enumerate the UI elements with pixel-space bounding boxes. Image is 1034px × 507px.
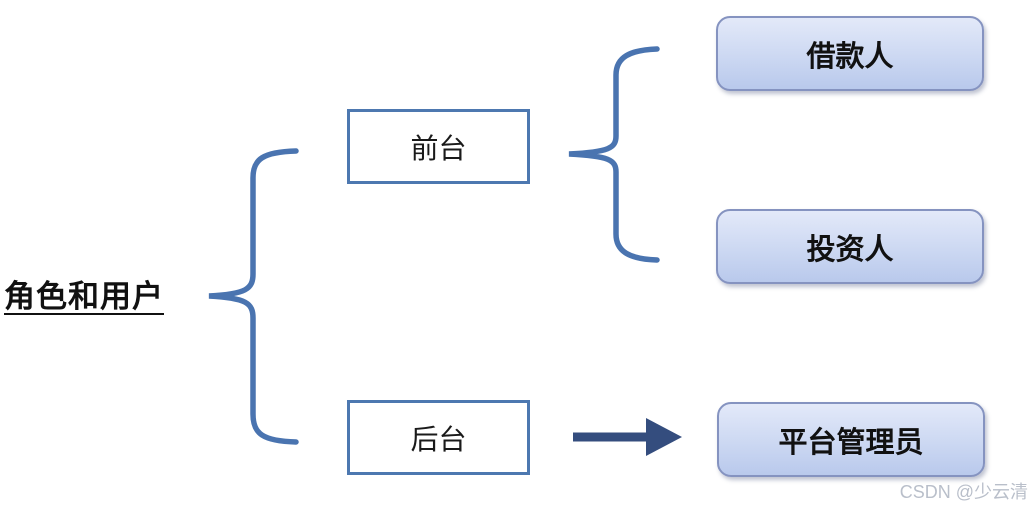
node-backend: 后台 [347, 400, 530, 475]
brace-root-to-level1-icon [208, 148, 299, 445]
node-frontend-label: 前台 [410, 132, 467, 164]
node-investor: 投资人 [716, 209, 984, 284]
brace-frontend-to-users-icon [568, 46, 660, 263]
node-borrower: 借款人 [716, 16, 984, 91]
node-frontend: 前台 [347, 109, 530, 184]
node-platform-admin-label: 平台管理员 [778, 426, 924, 459]
node-platform-admin: 平台管理员 [717, 402, 985, 477]
node-investor-label: 投资人 [806, 233, 894, 266]
root-label: 角色和用户 [4, 279, 164, 314]
node-backend-label: 后台 [410, 423, 467, 455]
arrow-head-icon [646, 418, 682, 456]
node-borrower-label: 借款人 [806, 40, 894, 73]
watermark: CSDN @少云清 [899, 482, 1028, 502]
